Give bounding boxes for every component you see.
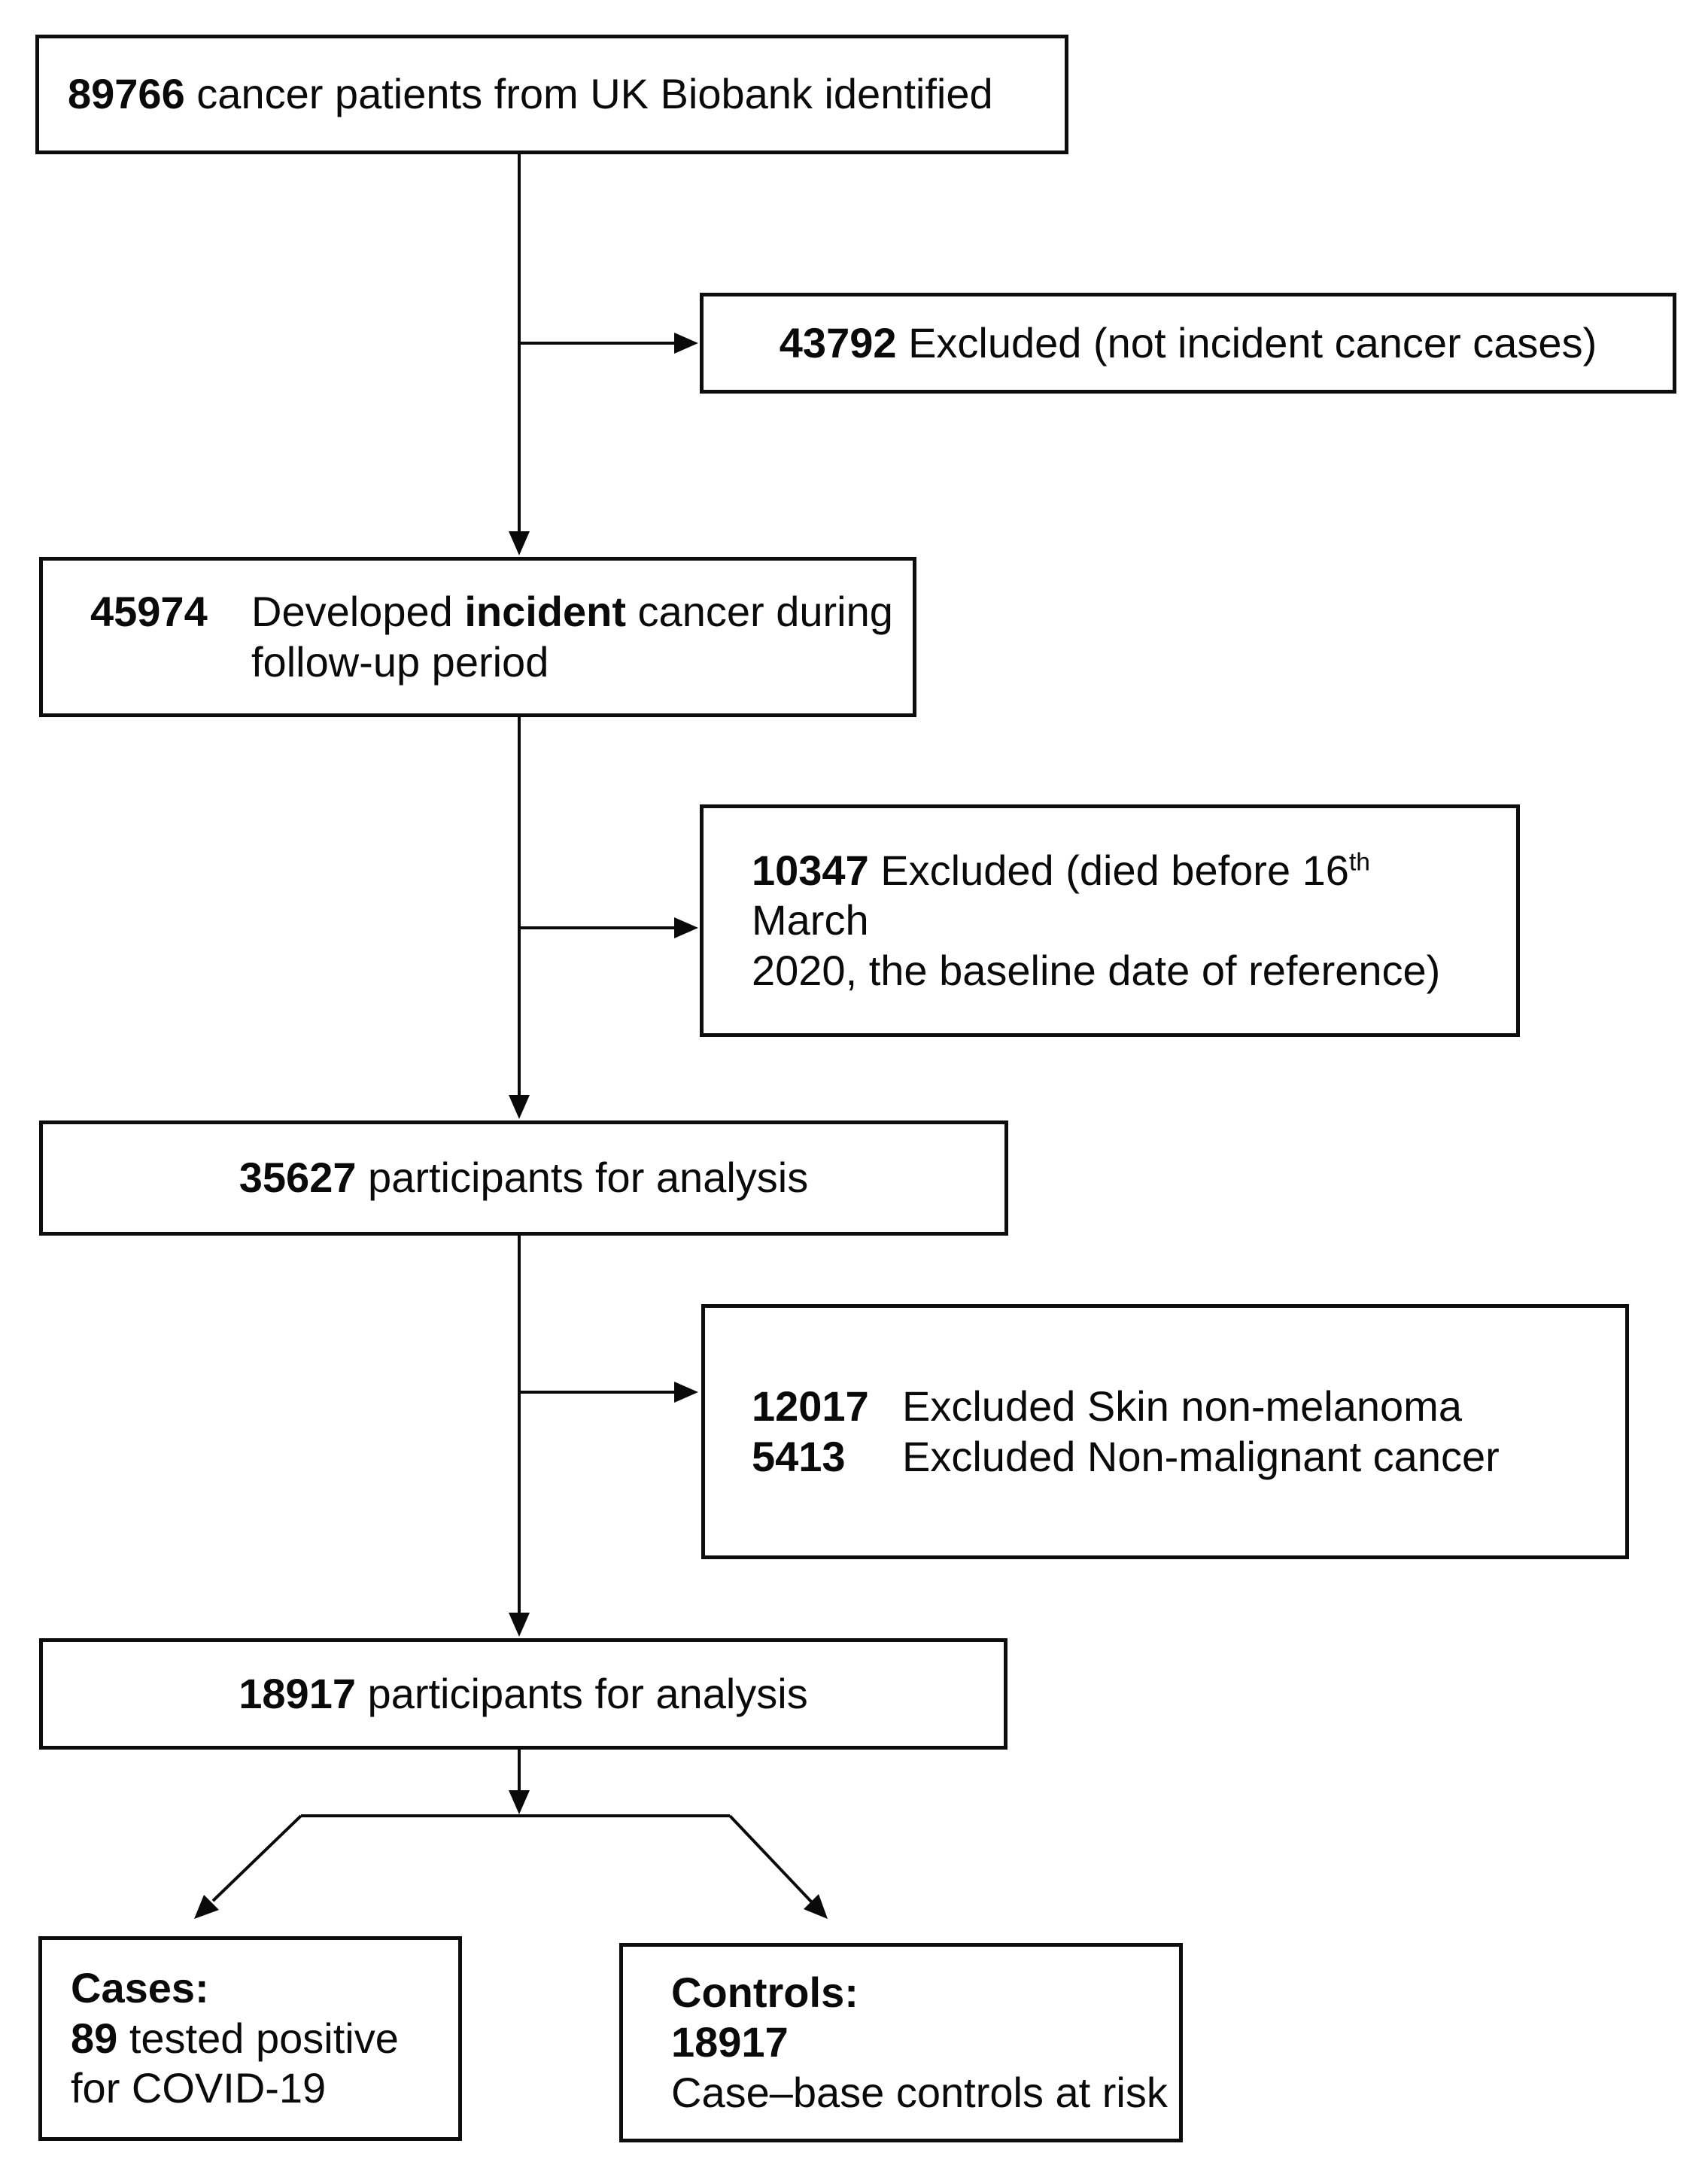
box-excluded-skin: 12017 Excluded Skin non-melanoma 5413 Ex… (701, 1304, 1629, 1559)
analysis-first-count: 35627 (239, 1154, 357, 1202)
controls-label: Case–base controls at risk (671, 2068, 1168, 2116)
excluded-nonmalignant-count: 5413 (752, 1432, 846, 1480)
arrowhead-down-to-incident (509, 531, 530, 555)
cases-label-2: for COVID-19 (71, 2064, 327, 2112)
incident-count: 45974 (90, 587, 208, 635)
controls-title: Controls: (671, 1968, 859, 2016)
arrowhead-down-to-split-bar (509, 1790, 530, 1814)
analysis-first-label: participants for analysis (356, 1154, 809, 1202)
box-analysis-second-text: 18917 participants for analysis (239, 1669, 807, 1719)
cases-count: 89 (71, 2014, 118, 2062)
box-excluded-not-incident-text: 43792 Excluded (not incident cancer case… (780, 318, 1597, 369)
excluded-died-count: 10347 (752, 846, 869, 894)
arrowhead-right-to-excluded-skin (674, 1382, 698, 1403)
excluded-not-incident-label: Excluded (not incident cancer cases) (896, 318, 1597, 366)
box-identified: 89766 cancer patients from UK Biobank id… (35, 35, 1068, 154)
incident-bold-word: incident (464, 587, 626, 635)
box-analysis-first-text: 35627 participants for analysis (239, 1153, 808, 1203)
analysis-second-count: 18917 (239, 1669, 356, 1717)
box-excluded-skin-text: 12017 Excluded Skin non-melanoma 5413 Ex… (752, 1382, 1500, 1482)
arrowhead-down-to-analysis-second (509, 1613, 530, 1637)
arrowhead-down-to-cases (194, 1895, 219, 1919)
excluded-skin-label: Excluded Skin non-melanoma (902, 1382, 1462, 1430)
arrowhead-right-to-excluded-not-incident (674, 333, 698, 354)
split-diagonal-left (211, 1814, 302, 1902)
excluded-skin-count: 12017 (752, 1382, 869, 1430)
box-analysis-first: 35627 participants for analysis (39, 1120, 1008, 1236)
arrowhead-down-to-controls (804, 1894, 828, 1919)
box-identified-text: 89766 cancer patients from UK Biobank id… (68, 69, 993, 120)
arrowhead-right-to-excluded-died (674, 917, 698, 938)
controls-count: 18917 (671, 2018, 789, 2066)
excluded-skin-row-1: 12017 Excluded Skin non-melanoma (752, 1382, 1500, 1432)
identified-label: cancer patients from UK Biobank identifi… (184, 70, 993, 118)
arrowhead-down-to-analysis-first (509, 1095, 530, 1119)
cases-label: tested positive (117, 2014, 399, 2062)
identified-count: 89766 (68, 70, 185, 118)
split-diagonal-right (728, 1814, 814, 1905)
cases-title: Cases: (71, 1964, 209, 2012)
box-analysis-second: 18917 participants for analysis (39, 1638, 1007, 1750)
ordinal-superscript: th (1348, 847, 1370, 876)
box-excluded-not-incident: 43792 Excluded (not incident cancer case… (700, 293, 1676, 394)
excluded-nonmalignant-label: Excluded Non-malignant cancer (902, 1432, 1500, 1480)
excluded-skin-row-2: 5413 Excluded Non-malignant cancer (752, 1432, 1500, 1482)
excluded-not-incident-count: 43792 (779, 318, 897, 366)
analysis-second-label: participants for analysis (356, 1669, 808, 1717)
